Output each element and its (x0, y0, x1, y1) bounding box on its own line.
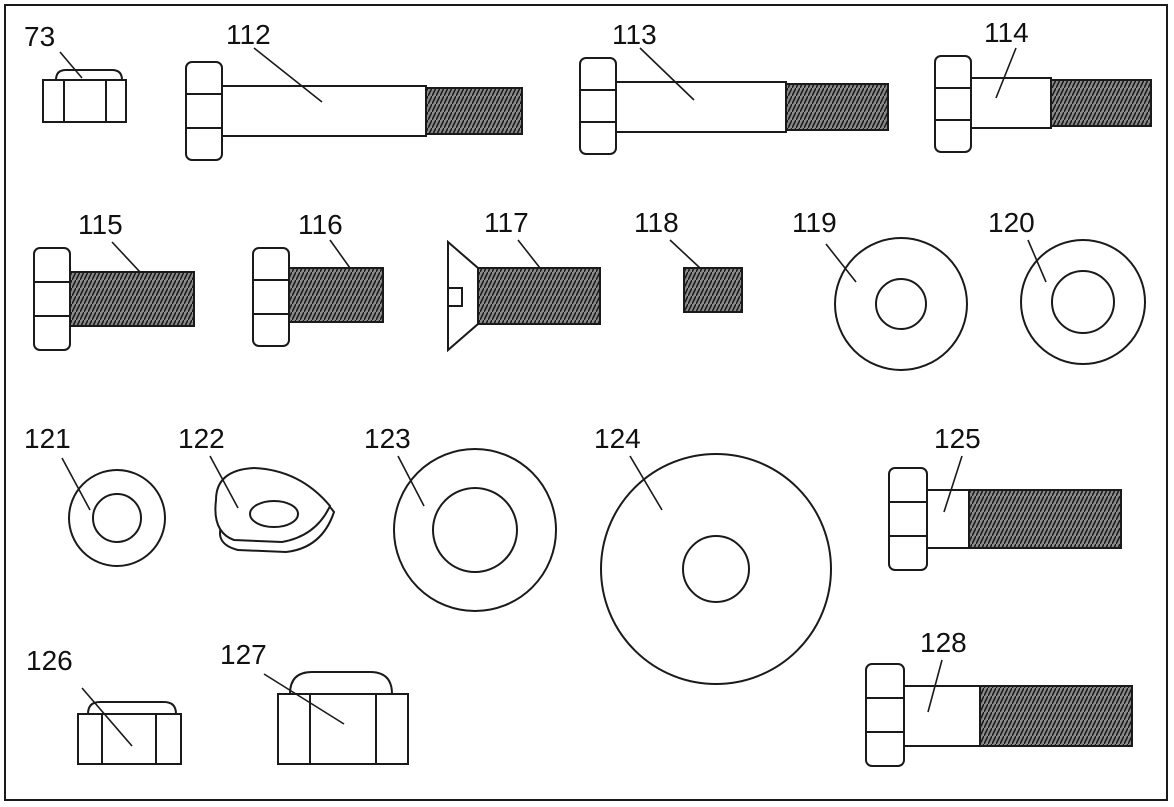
part-113-hex-bolt: 113 (579, 19, 889, 155)
label-124: 124 (594, 423, 641, 454)
part-114-hex-bolt: 114 (934, 17, 1152, 153)
label-121: 121 (24, 423, 71, 454)
part-119-flat-washer: 119 (792, 207, 968, 371)
label-119: 119 (792, 207, 837, 238)
label-125: 125 (934, 423, 981, 454)
label-113: 113 (612, 19, 657, 50)
part-116-hex-bolt-threaded: 116 (252, 209, 384, 347)
part-124-fender-washer: 124 (594, 423, 832, 685)
label-118: 118 (634, 207, 679, 238)
part-125-hex-bolt: 125 (888, 423, 1122, 571)
label-112: 112 (226, 19, 271, 50)
part-122-tab-washer: 122 (178, 423, 336, 554)
part-128-hex-bolt: 128 (865, 627, 1133, 767)
part-112-long-hex-bolt: 112 (185, 19, 523, 161)
part-126-hex-nut: 126 (26, 645, 182, 765)
label-73: 73 (24, 21, 55, 52)
part-120-washer: 120 (988, 207, 1146, 365)
part-123-large-washer: 123 (364, 423, 557, 612)
part-73-hex-nut: 73 (24, 21, 127, 123)
label-117: 117 (484, 207, 529, 238)
part-115-hex-bolt-threaded: 115 (33, 209, 195, 351)
label-114: 114 (984, 17, 1029, 48)
diagram-frame (4, 4, 1168, 801)
label-126: 126 (26, 645, 73, 676)
label-116: 116 (298, 209, 343, 240)
label-120: 120 (988, 207, 1035, 238)
label-122: 122 (178, 423, 225, 454)
label-127: 127 (220, 639, 267, 670)
part-127-large-hex-nut: 127 (220, 639, 409, 765)
label-115: 115 (78, 209, 123, 240)
part-117-countersunk-screw: 117 (447, 207, 601, 353)
label-128: 128 (920, 627, 967, 658)
label-123: 123 (364, 423, 411, 454)
part-118-threaded-stud: 118 (634, 207, 743, 313)
part-121-small-washer: 121 (24, 423, 166, 567)
